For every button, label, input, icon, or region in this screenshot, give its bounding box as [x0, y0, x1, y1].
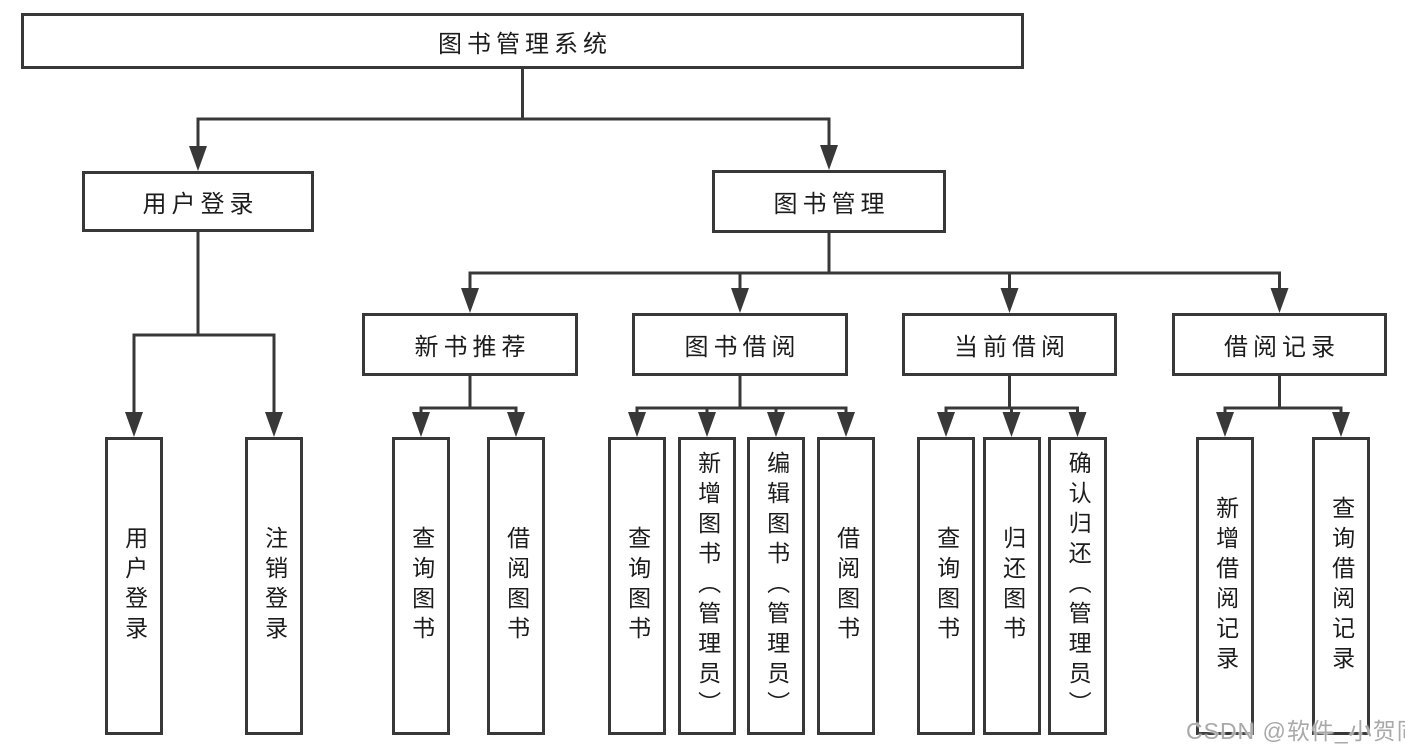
node-book-management: 图书管理: [712, 170, 946, 233]
leaf-query-borrow-record: 查询借阅记录: [1312, 437, 1370, 735]
node-label: 归还图书: [999, 526, 1026, 646]
node-label: 图书管理系统: [438, 30, 612, 58]
leaf-add-book-admin: 新增图书（管理员）: [678, 437, 736, 735]
node-label: 用户登录: [142, 191, 259, 218]
node-label: 借阅图书: [503, 526, 530, 646]
leaf-borrow-books-borrowing: 借阅图书: [817, 437, 875, 735]
node-label: 确认归还（管理员）: [1065, 451, 1092, 721]
node-book-borrowing: 图书借阅: [632, 313, 848, 376]
leaf-edit-book-admin: 编辑图书（管理员）: [747, 437, 805, 735]
leaf-borrow-books-recommend: 借阅图书: [487, 437, 545, 735]
node-label: 编辑图书（管理员）: [763, 451, 790, 721]
node-label: 查询图书: [933, 526, 960, 646]
node-label: 查询图书: [408, 526, 435, 646]
leaf-query-books-current: 查询图书: [917, 437, 975, 735]
node-label: 图书管理: [773, 191, 890, 218]
node-library-system: 图书管理系统: [21, 13, 1024, 69]
node-label: 图书借阅: [684, 334, 801, 361]
leaf-query-books-recommend: 查询图书: [392, 437, 450, 735]
leaf-confirm-return-admin: 确认归还（管理员）: [1048, 437, 1107, 735]
node-user-login: 用户登录: [82, 171, 314, 232]
leaf-query-books-borrowing: 查询图书: [608, 437, 666, 735]
node-label: 借阅记录: [1224, 334, 1340, 361]
watermark: CSDN @软件_小贺同学: [1186, 718, 1405, 744]
node-label: 注销登录: [261, 526, 288, 646]
leaf-add-borrow-record: 新增借阅记录: [1196, 437, 1254, 735]
node-label: 新增借阅记录: [1212, 496, 1239, 676]
node-label: 新书推荐: [414, 334, 531, 361]
node-label: 用户登录: [121, 526, 148, 646]
node-label: 查询图书: [624, 526, 651, 646]
node-borrow-records: 借阅记录: [1172, 313, 1387, 376]
node-label: 当前借阅: [954, 334, 1070, 361]
node-label: 借阅图书: [833, 526, 860, 646]
node-new-book-recommend: 新书推荐: [362, 313, 578, 376]
leaf-return-books: 归还图书: [983, 437, 1041, 735]
leaf-logout: 注销登录: [245, 437, 303, 735]
node-label: 新增图书（管理员）: [694, 451, 721, 721]
node-label: 查询借阅记录: [1328, 496, 1355, 676]
leaf-user-login: 用户登录: [105, 437, 163, 735]
node-current-borrowing: 当前借阅: [902, 313, 1117, 376]
